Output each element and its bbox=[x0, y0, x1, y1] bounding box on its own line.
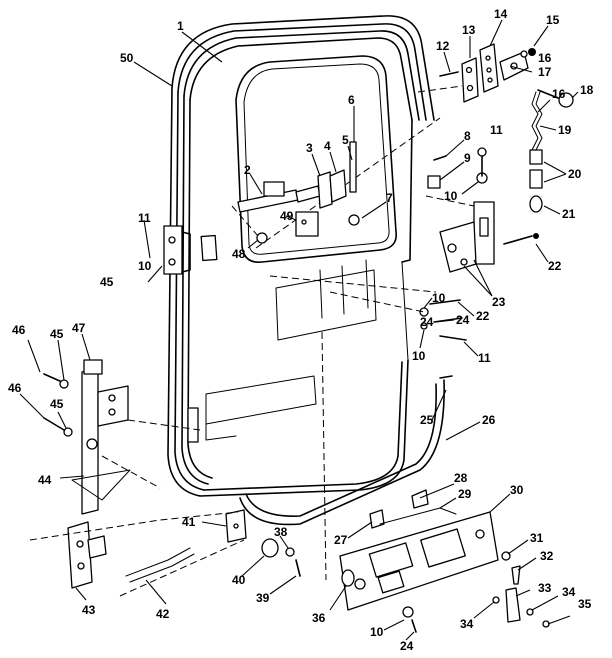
bottom-latch-panel bbox=[321, 331, 499, 633]
callout-11b: 11 bbox=[138, 211, 151, 225]
left-hinge-assembly bbox=[43, 359, 201, 515]
bottom-seal bbox=[239, 375, 453, 526]
callout-16b: 16 bbox=[552, 87, 566, 101]
callout-40: 40 bbox=[232, 573, 246, 587]
callout-23: 23 bbox=[492, 295, 506, 309]
callout-31: 31 bbox=[530, 531, 544, 545]
callout-19: 19 bbox=[558, 123, 572, 137]
callout-3: 3 bbox=[306, 141, 313, 155]
callout-45b: 45 bbox=[50, 327, 64, 341]
callout-27: 27 bbox=[334, 533, 348, 547]
callout-41: 41 bbox=[182, 515, 196, 529]
callout-8: 8 bbox=[464, 129, 471, 143]
callout-14: 14 bbox=[494, 7, 508, 21]
callout-24c: 24 bbox=[420, 315, 434, 329]
callout-28: 28 bbox=[454, 471, 468, 485]
callout-20: 20 bbox=[568, 167, 582, 181]
door-hinge-mount bbox=[163, 225, 191, 275]
callout-15: 15 bbox=[546, 13, 560, 27]
callout-38: 38 bbox=[274, 525, 288, 539]
callout-17: 17 bbox=[538, 65, 552, 79]
callout-10a: 10 bbox=[444, 189, 458, 203]
callout-10e: 10 bbox=[138, 259, 152, 273]
callout-39: 39 bbox=[256, 591, 270, 605]
callout-48: 48 bbox=[232, 247, 246, 261]
callout-4: 4 bbox=[324, 139, 331, 153]
panel-hardware bbox=[329, 291, 467, 341]
callout-9: 9 bbox=[464, 151, 471, 165]
door-inner-panel bbox=[187, 117, 441, 443]
callout-42: 42 bbox=[156, 607, 170, 621]
callout-13: 13 bbox=[462, 23, 476, 37]
callout-46a: 46 bbox=[12, 323, 26, 337]
window-opening bbox=[235, 55, 397, 263]
callout-32: 32 bbox=[540, 549, 554, 563]
callout-5: 5 bbox=[342, 133, 349, 147]
callout-46b: 46 bbox=[8, 381, 22, 395]
callout-25: 25 bbox=[420, 413, 434, 427]
callout-18: 18 bbox=[580, 83, 594, 97]
callout-24a: 24 bbox=[456, 313, 470, 327]
callout-29: 29 bbox=[458, 487, 472, 501]
callout-7: 7 bbox=[386, 191, 393, 205]
callout-44: 44 bbox=[38, 473, 52, 487]
callout-50: 50 bbox=[120, 51, 134, 65]
callout-35: 35 bbox=[578, 597, 592, 611]
callout-22a: 22 bbox=[548, 259, 562, 273]
leader-lines bbox=[19, 19, 579, 641]
callout-34b: 34 bbox=[562, 585, 576, 599]
callout-30: 30 bbox=[510, 483, 524, 497]
callout-12: 12 bbox=[436, 39, 450, 53]
callout-36: 36 bbox=[312, 611, 326, 625]
callout-26: 26 bbox=[482, 413, 496, 427]
callout-labels: 1 2 3 4 5 6 7 8 9 10 10 10 10 10 11 11 1… bbox=[8, 7, 594, 653]
callout-10c: 10 bbox=[412, 349, 426, 363]
callout-49: 49 bbox=[280, 209, 294, 223]
callout-34a: 34 bbox=[460, 617, 474, 631]
release-hardware bbox=[492, 551, 550, 628]
callout-11a: 11 bbox=[490, 123, 503, 137]
callout-11c: 11 bbox=[478, 351, 491, 365]
callout-45a: 45 bbox=[100, 275, 114, 289]
callout-16a: 16 bbox=[538, 51, 552, 65]
callout-33: 33 bbox=[538, 581, 552, 595]
callout-43: 43 bbox=[82, 603, 96, 617]
callout-45c: 45 bbox=[50, 397, 64, 411]
callout-24b: 24 bbox=[400, 639, 414, 653]
callout-2: 2 bbox=[244, 163, 251, 177]
upper-hinge-assembly bbox=[417, 43, 574, 213]
latch-assembly bbox=[425, 147, 539, 273]
callout-21: 21 bbox=[562, 207, 576, 221]
lower-hinge-bracket bbox=[29, 509, 301, 597]
callout-10b: 10 bbox=[432, 291, 446, 305]
callout-22b: 22 bbox=[476, 309, 490, 323]
callout-47: 47 bbox=[72, 321, 86, 335]
inside-handle-assembly bbox=[231, 141, 360, 244]
callout-1: 1 bbox=[177, 19, 184, 33]
door-frame bbox=[167, 15, 435, 497]
callout-6: 6 bbox=[348, 93, 355, 107]
callout-10d: 10 bbox=[370, 625, 384, 639]
